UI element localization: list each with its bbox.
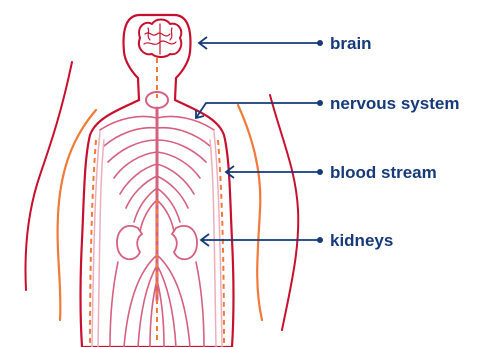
left-outer-wave	[26, 62, 72, 290]
kidneys-label: kidneys	[330, 231, 393, 250]
nervous-system-arrow-dot	[317, 100, 323, 106]
kidneys-arrow-dot	[317, 237, 323, 243]
blood-stream-arrow	[226, 166, 318, 178]
right-outer-wave	[270, 95, 298, 330]
nervous-system-arrow	[196, 103, 318, 118]
brain-label: brain	[330, 34, 372, 53]
arrow-dots	[317, 40, 323, 243]
brain-arrow-dot	[317, 40, 323, 46]
nervous-system-label: nervous system	[330, 94, 459, 113]
blood-stream-label: blood stream	[330, 163, 437, 182]
brain-arrow	[199, 37, 318, 49]
right-orange-wave	[238, 105, 262, 320]
blood-stream-arrow-dot	[317, 169, 323, 175]
